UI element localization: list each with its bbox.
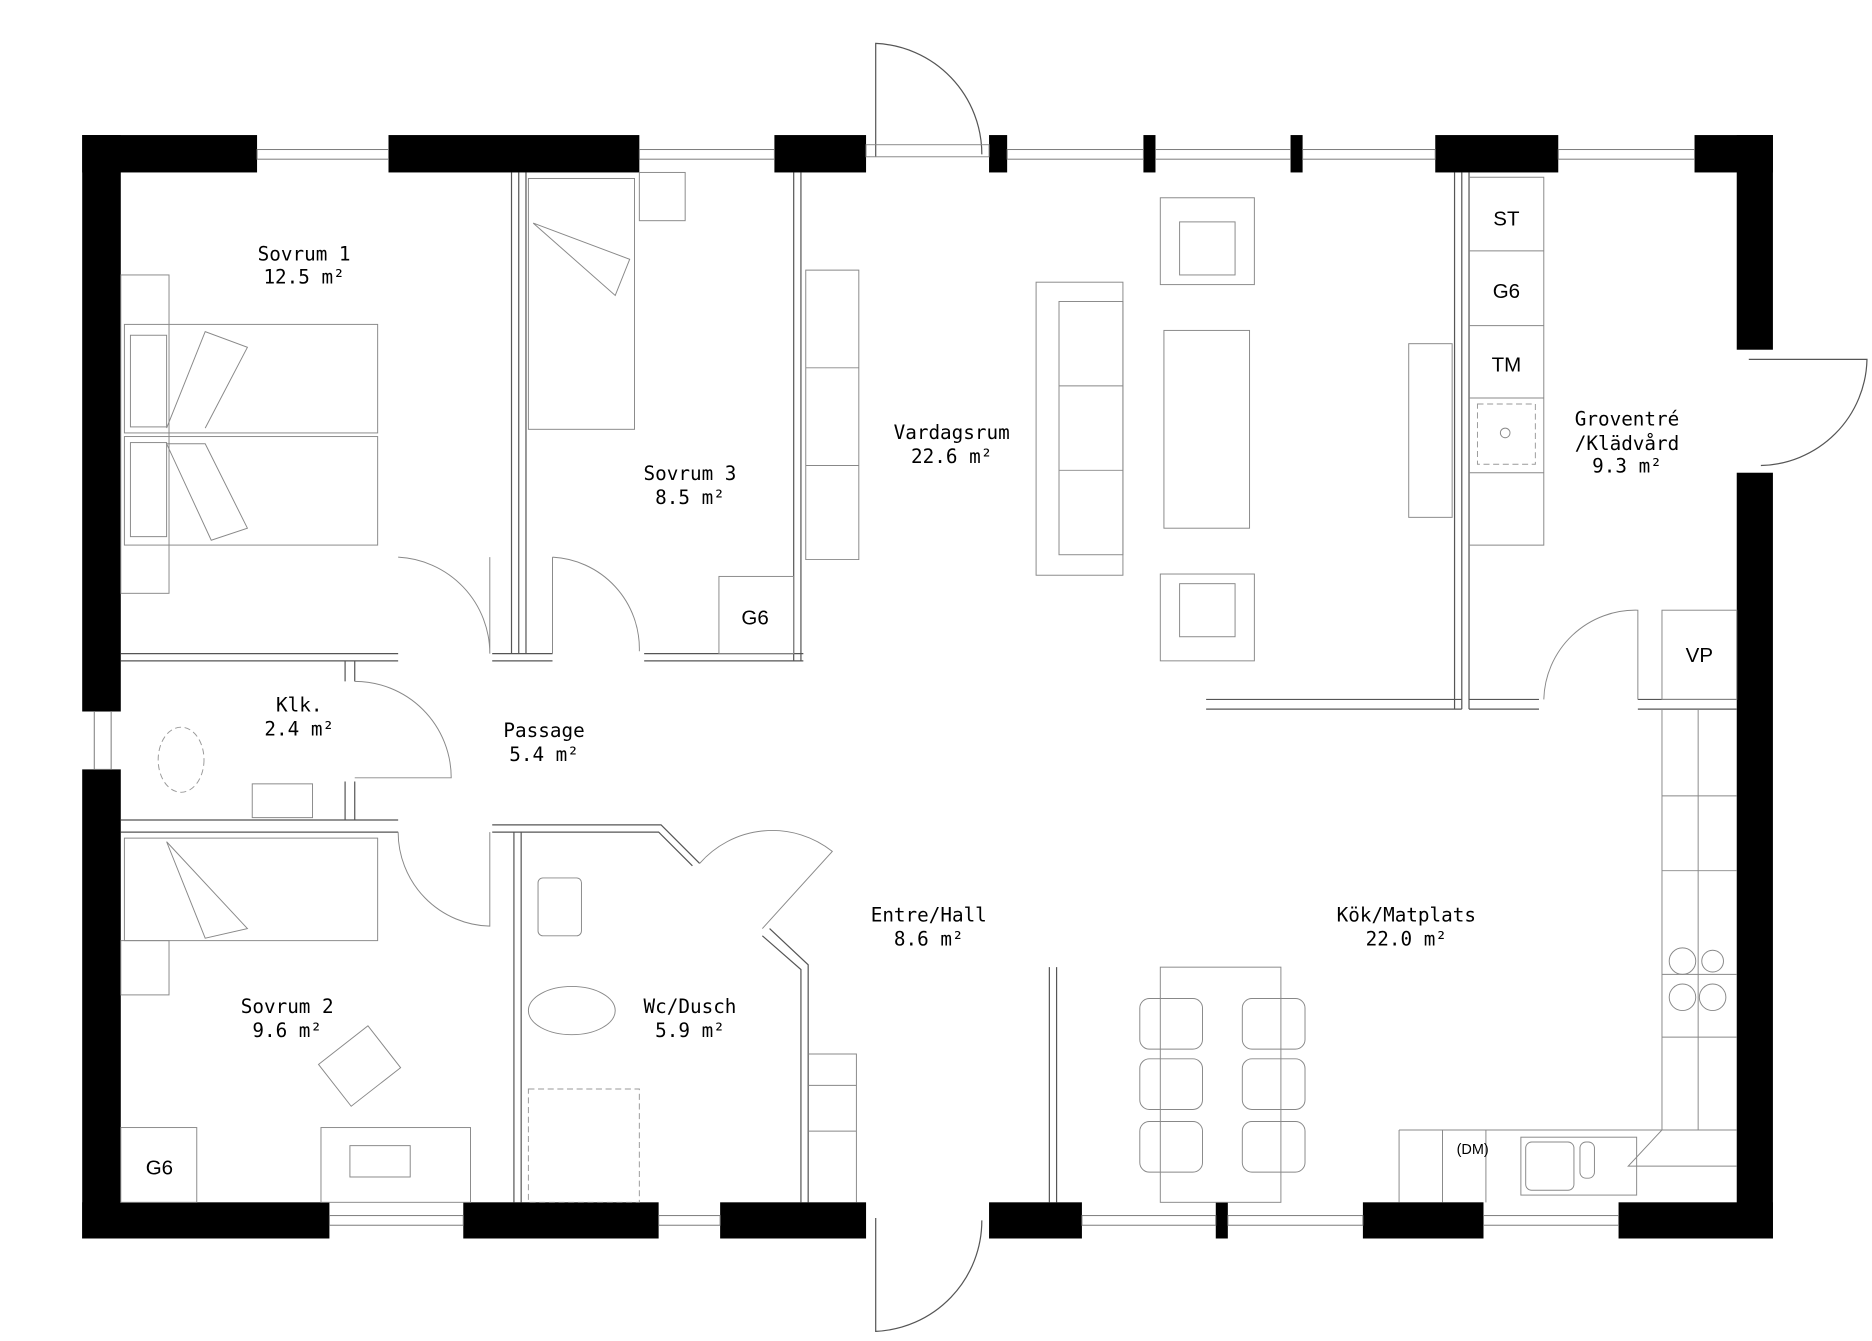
- room-area-sovrum3: 8.5 m²: [655, 486, 725, 509]
- exterior-doors[interactable]: [865, 42, 1868, 1332]
- furniture: [120, 171, 1738, 1203]
- room-name-kok: Kök/Matplats: [1337, 903, 1476, 926]
- room-name-klk: Klk.: [276, 694, 322, 717]
- room-area-sovrum2: 9.6 m²: [252, 1019, 322, 1042]
- room-area-vardagsrum: 22.6 m²: [911, 445, 992, 468]
- room-area-sovrum1: 12.5 m²: [263, 265, 344, 288]
- appliance-g6-groventre: G6: [1493, 280, 1520, 303]
- room-name-sovrum3: Sovrum 3: [644, 462, 737, 485]
- room-labels: Sovrum 1 12.5 m² Sovrum 3 8.5 m² Vardags…: [241, 242, 1679, 1042]
- appliance-g6-sovrum3: G6: [741, 607, 768, 630]
- room-name-entre: Entre/Hall: [871, 903, 987, 926]
- appliance-vp: VP: [1686, 644, 1713, 667]
- room-name-groventre: Groventré: [1575, 408, 1679, 431]
- room-area-groventre: 9.3 m²: [1592, 455, 1662, 478]
- interior-doors[interactable]: [354, 556, 1639, 929]
- appliance-tm: TM: [1492, 353, 1522, 376]
- appliance-labels: ST G6 TM VP G6 G6 (DM): [146, 208, 1713, 1180]
- windows: [93, 149, 1696, 1226]
- room-name2-groventre: /Klädvård: [1575, 432, 1679, 455]
- appliance-st: ST: [1493, 208, 1520, 231]
- room-name-sovrum1: Sovrum 1: [258, 242, 351, 265]
- interior-walls: [120, 172, 1737, 1203]
- room-name-sovrum2: Sovrum 2: [241, 995, 334, 1018]
- room-name-vardagsrum: Vardagsrum: [894, 421, 1010, 444]
- room-area-wc: 5.9 m²: [655, 1019, 725, 1042]
- room-name-passage: Passage: [503, 719, 584, 742]
- room-area-entre: 8.6 m²: [894, 927, 964, 950]
- exterior-walls: [82, 135, 1773, 1239]
- appliance-g6-sovrum2: G6: [146, 1157, 173, 1180]
- room-area-passage: 5.4 m²: [509, 743, 579, 766]
- room-area-kok: 22.0 m²: [1366, 927, 1447, 950]
- room-area-klk: 2.4 m²: [264, 718, 334, 741]
- appliance-dm: (DM): [1457, 1142, 1489, 1158]
- room-name-wc: Wc/Dusch: [644, 995, 737, 1018]
